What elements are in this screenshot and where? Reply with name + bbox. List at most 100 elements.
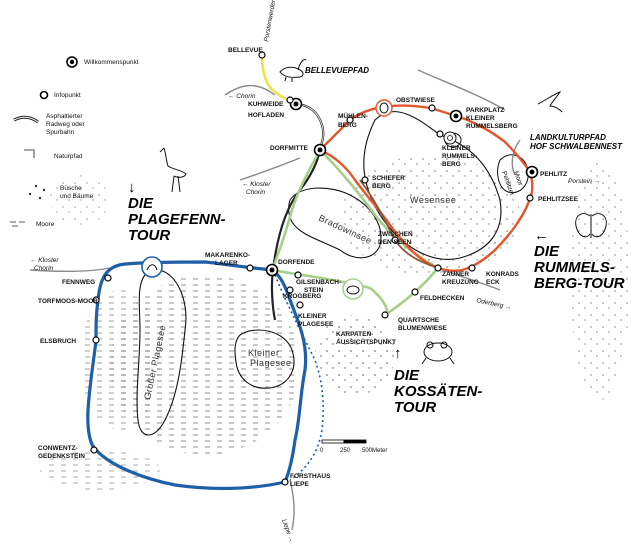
feature-bellevuepfad: BELLEVUEPFAD bbox=[305, 66, 369, 75]
road-porstenwerder: Porstenwerder bbox=[263, 0, 277, 42]
place-kleiner-rummelsberg-1: KLEINER bbox=[442, 145, 471, 152]
road-kloster-chorin-1b: Chorin bbox=[246, 189, 266, 196]
place-konradseck-2: ECK bbox=[486, 279, 500, 286]
tour-kossaeten-1: DIE bbox=[394, 367, 420, 384]
place-kleiner-rummelsberg-3: BERG bbox=[442, 161, 461, 168]
butterfly-icon bbox=[575, 213, 607, 238]
place-quartsche-1: QUARTSCHE bbox=[398, 317, 440, 324]
legend-willkommen: Willkommenspunkt bbox=[84, 59, 139, 66]
tour-plagefenn-2: PLAGEFENN- bbox=[128, 211, 226, 228]
place-makarenko-2: LAGER bbox=[215, 260, 238, 267]
place-gilsenbach-2: STEIN bbox=[304, 287, 323, 294]
place-feldhecken: FELDHECKEN bbox=[420, 295, 465, 302]
tour-kossaeten-2: KOSSÄTEN- bbox=[394, 383, 482, 400]
tour-plagefenn-1: DIE bbox=[128, 195, 154, 212]
place-makarenko-1: MAKARENKO- bbox=[205, 252, 250, 259]
plagefenn-route bbox=[86, 260, 308, 491]
legend: Willkommenspunkt Infopunkt Asphaltierter… bbox=[10, 56, 139, 228]
kleiner-plagesee-shape bbox=[234, 329, 295, 389]
coin-badge-icon bbox=[443, 131, 457, 145]
road-kloster-chorin-2b: Chorin bbox=[34, 265, 54, 272]
feature-landkultur-2: HOF SCHWALBENNEST bbox=[530, 142, 623, 151]
rock-badge-icon bbox=[342, 278, 364, 300]
place-schieferberg-1: SCHIEFER bbox=[372, 175, 405, 182]
road-oderberg: Oderberg → bbox=[476, 297, 512, 311]
willkommen-pehlitz bbox=[525, 165, 539, 179]
place-pehlitz: PEHLITZ bbox=[540, 171, 567, 178]
info-points bbox=[90, 51, 534, 486]
place-muehlenberg-1: MÜHLEN- bbox=[338, 111, 368, 120]
place-labels: BELLEVUE KUHWEIDE HOFLADEN DORFMITTE MÜH… bbox=[38, 47, 579, 488]
legend-radweg-1: Asphaltierter bbox=[46, 113, 83, 120]
place-forsthaus-1: FORSTHAUS bbox=[290, 473, 331, 480]
goose-icon bbox=[279, 59, 307, 82]
beetle-badge-icon bbox=[375, 99, 393, 117]
frog-icon bbox=[421, 341, 455, 365]
feature-landkultur-1: LANDKULTURPFAD bbox=[530, 133, 606, 142]
place-fennweg: FENNWEG bbox=[62, 279, 95, 286]
place-elsbruch: ELSBRUCH bbox=[40, 338, 76, 345]
willkommen-dorfmitte bbox=[313, 143, 327, 157]
tour-rummelsberg-2: RUMMELS- bbox=[534, 259, 615, 276]
place-quartsche-2: BLUMENWIESE bbox=[398, 325, 447, 332]
place-obstwiese: OBSTWIESE bbox=[396, 97, 436, 104]
scale-max: 500 bbox=[362, 448, 373, 454]
place-dorfmitte: DORFMITTE bbox=[270, 145, 309, 152]
place-conwentz-1: CONWENTZ- bbox=[38, 445, 78, 452]
willkommen-dorfende bbox=[265, 263, 279, 277]
legend-naturpfad: Naturpfad bbox=[54, 153, 83, 160]
road-porstein: Porstein → bbox=[568, 178, 600, 185]
scale-zero: 0 bbox=[320, 448, 324, 454]
place-conwentz-2: GEDENKSTEIN bbox=[38, 453, 85, 460]
place-parkplatz-2: KLEINER bbox=[466, 115, 495, 122]
tour-titles: ↓ DIE PLAGEFENN- TOUR ← DIE RUMMELS- BER… bbox=[128, 179, 625, 416]
place-zauner-2: KREUZUNG bbox=[442, 279, 479, 286]
place-zauner-1: ZAUNER bbox=[442, 271, 469, 278]
place-konradseck-1: KONRADS bbox=[486, 271, 520, 278]
tour-plagefenn-arrow: ↓ bbox=[128, 179, 136, 196]
legend-radweg-2: Radweg oder bbox=[46, 121, 85, 128]
lake-moor: Moor bbox=[512, 170, 524, 187]
tour-rummelsberg-1: DIE bbox=[534, 243, 560, 260]
lake-wesensee: Wesensee bbox=[410, 195, 456, 205]
tour-kossaeten-3: TOUR bbox=[394, 399, 436, 416]
place-kleiner-rummelsberg-2: RUMMELS- bbox=[442, 153, 477, 160]
swallow-icon bbox=[537, 91, 563, 113]
road-kloster-chorin-1a: ← Kloster bbox=[242, 181, 271, 188]
scale-unit: Meter bbox=[372, 448, 387, 454]
place-karpaten-1: KARPATEN- bbox=[336, 331, 373, 338]
place-parkplatz-1: PARKPLATZ bbox=[466, 107, 504, 114]
crane-icon bbox=[159, 147, 187, 193]
tour-plagefenn-3: TOUR bbox=[128, 227, 170, 244]
place-parkplatz-3: RUMMELSBERG bbox=[466, 123, 518, 130]
bellevuepfad-route bbox=[260, 54, 294, 105]
tour-rummelsberg-arrow: ← bbox=[534, 227, 549, 244]
bradowinsee-shape bbox=[288, 187, 382, 259]
scale-bar: 0 250 500 Meter bbox=[320, 439, 387, 454]
willkommen-parkplatz bbox=[449, 109, 463, 123]
place-schieferberg-2: BERG bbox=[372, 183, 391, 190]
tour-rummelsberg-3: BERG-TOUR bbox=[534, 275, 625, 292]
road-chorin-1: ← Chorin bbox=[228, 93, 256, 100]
place-kuhweide: KUHWEIDE bbox=[248, 101, 284, 108]
place-dorfende: DORFENDE bbox=[278, 259, 315, 266]
legend-radweg-3: Spurbahn bbox=[46, 129, 75, 136]
place-gilsenbach-1: GILSENBACH- bbox=[296, 279, 341, 286]
place-karpaten-2: AUSSICHTSPUNKT bbox=[336, 339, 396, 346]
legend-info: Infopunkt bbox=[54, 92, 81, 99]
legend-busche-1: Büsche bbox=[60, 185, 82, 192]
bird-badge-icon bbox=[141, 256, 163, 278]
place-zwischen-2: DEN SEEN bbox=[378, 239, 412, 246]
place-hofladen: HOFLADEN bbox=[248, 112, 284, 119]
place-krogberg: KROGBERG bbox=[283, 293, 321, 300]
legend-busche-2: und Bäume bbox=[60, 193, 94, 200]
place-forsthaus-2: LIEPE bbox=[290, 481, 309, 488]
place-bellevue: BELLEVUE bbox=[228, 47, 263, 54]
place-zwischen-1: ZWISCHEN bbox=[378, 231, 413, 238]
lake-kleiner-1: Kleiner bbox=[248, 348, 280, 358]
place-pehlitzsee: PEHLITZSEE bbox=[538, 196, 579, 203]
nature-paths bbox=[29, 69, 521, 531]
place-kleiner-plagesee-2: PLAGESEE bbox=[298, 321, 334, 328]
